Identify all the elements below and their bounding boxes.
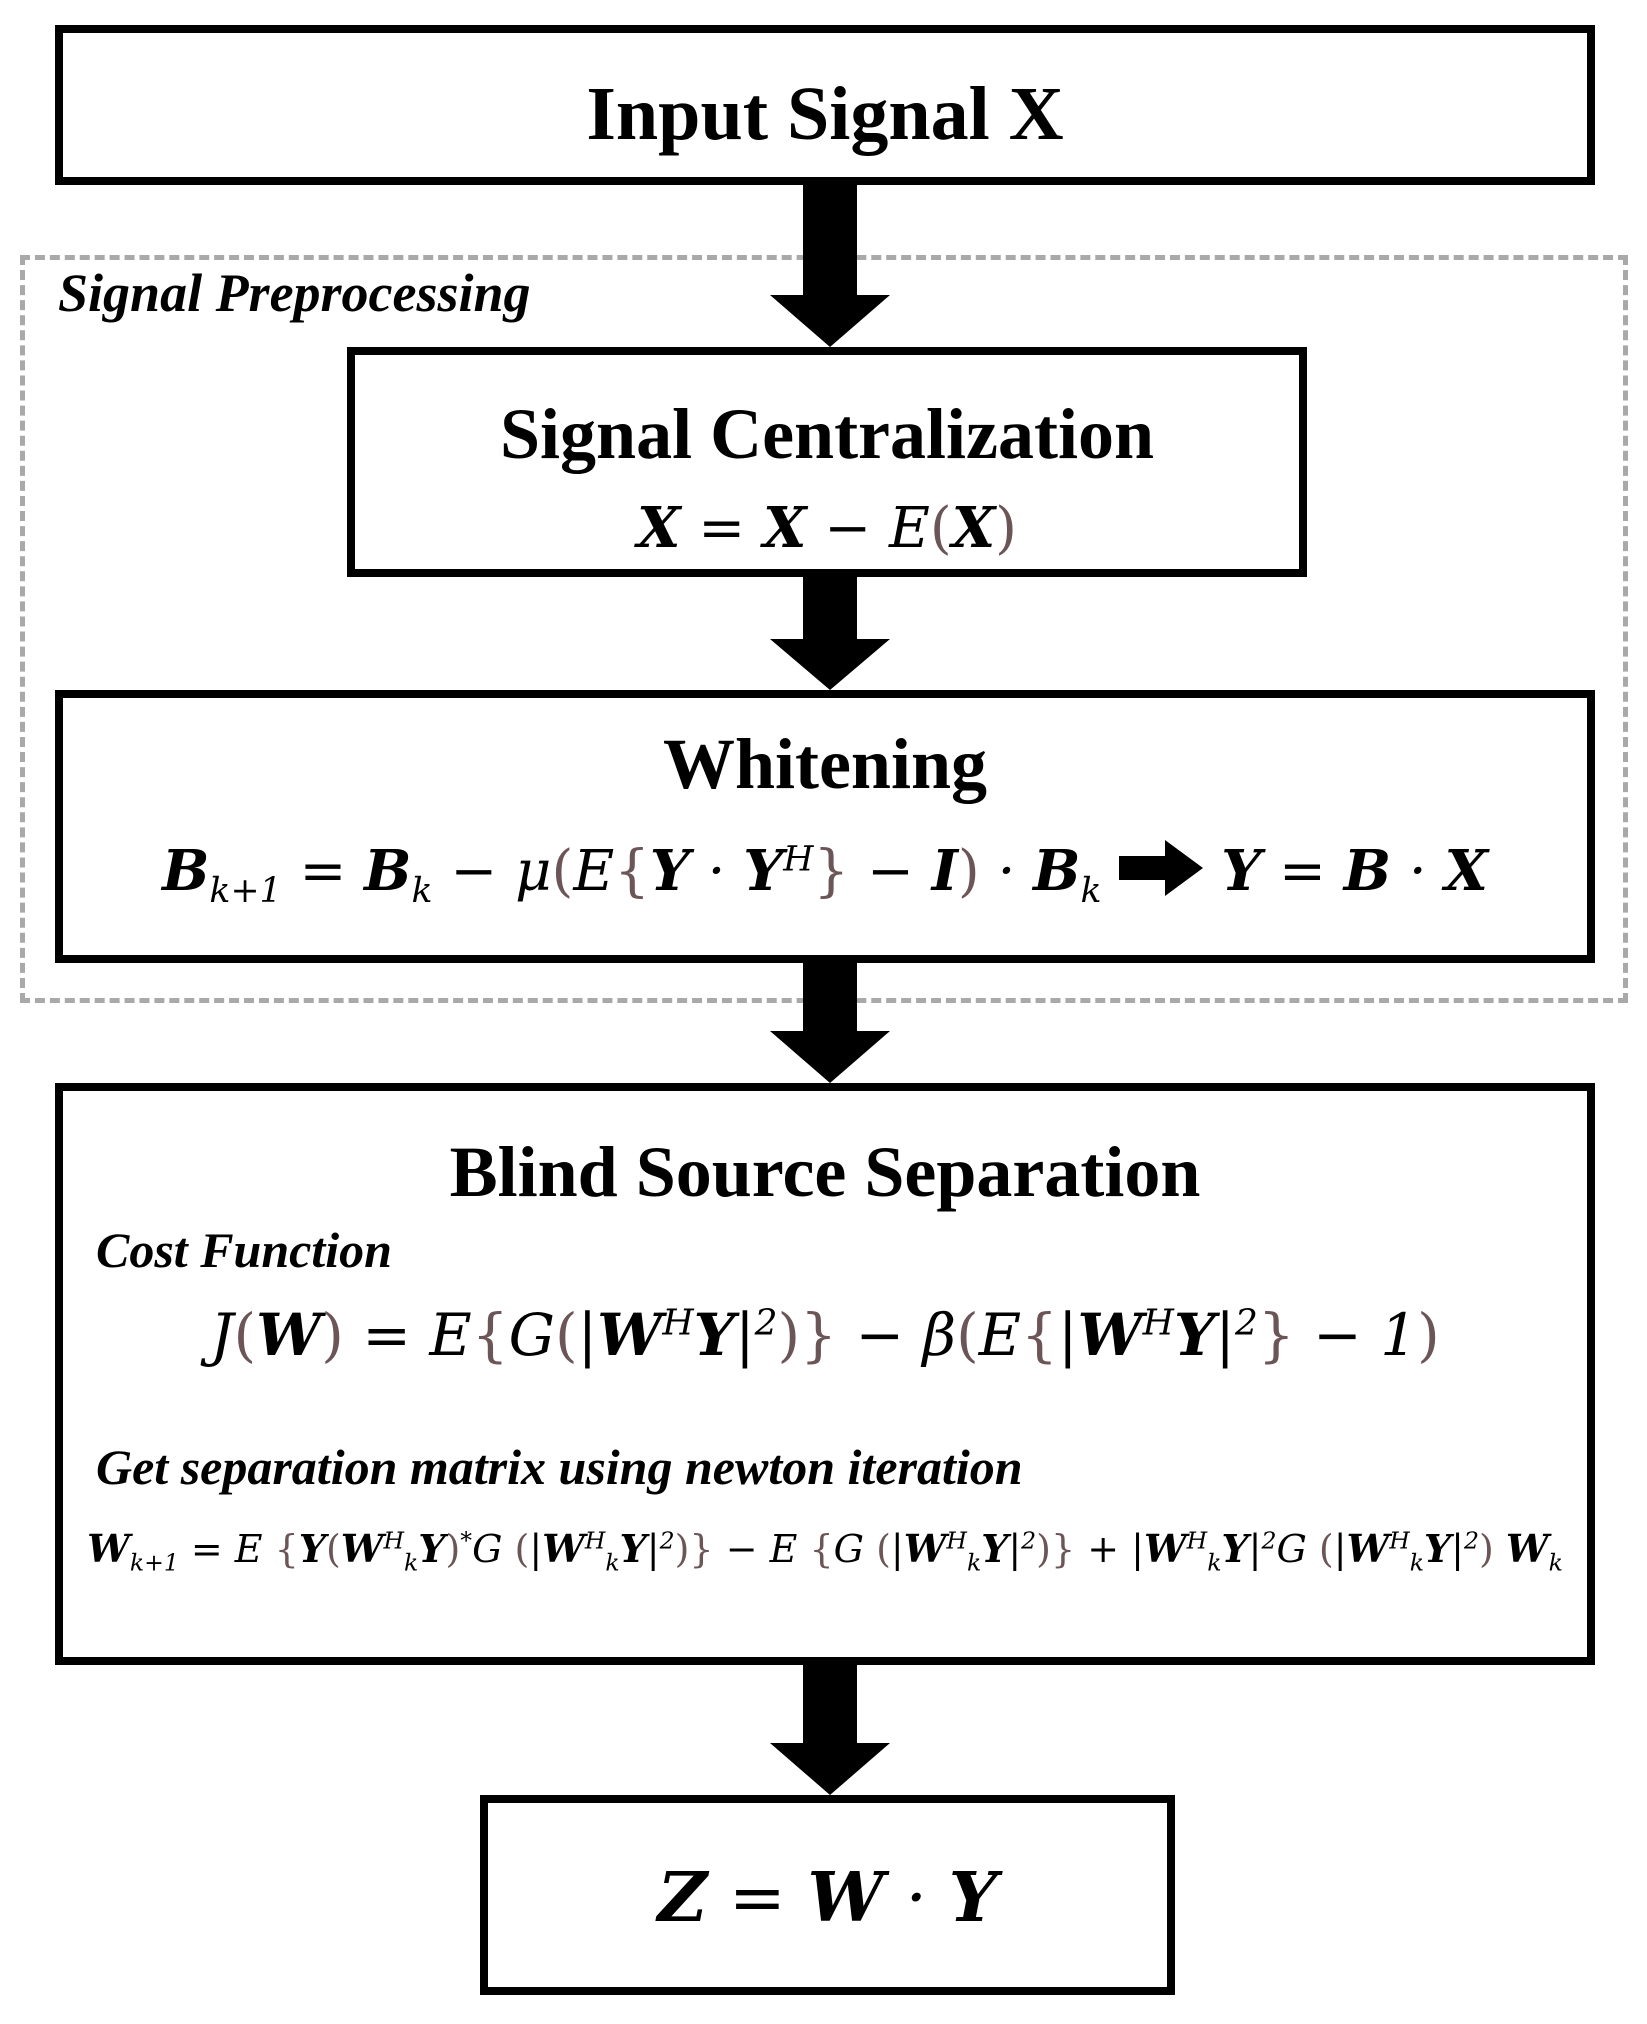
cost-function-label: Cost Function	[96, 1222, 392, 1278]
output-box: Z = W · Y	[480, 1795, 1175, 1995]
input-signal-title: Input Signal X	[586, 72, 1064, 156]
whitening-box: Whitening Bk+1 = Bk − μ(E{Y · YH} − I) ·…	[55, 690, 1595, 963]
signal-centralization-title: Signal Centralization	[499, 394, 1154, 474]
signal-centralization-box: Signal Centralization X = X − E(X)	[347, 347, 1307, 577]
cost-function-equation: J(W) = E{G(|WHY|2)} − β(E{|WHY|2} − 1)	[210, 1301, 1440, 1369]
blind-source-separation-title: Blind Source Separation	[449, 1132, 1201, 1212]
input-signal-box: Input Signal X	[55, 25, 1595, 185]
arrow-centralization-to-whitening	[770, 577, 890, 690]
output-equation: Z = W · Y	[657, 1858, 998, 1938]
newton-iteration-equation: Wk+1 = E {Y(WHkY)*G (|WHkY|2)} − E {G (|…	[87, 1526, 1563, 1577]
newton-iteration-label: Get separation matrix using newton itera…	[96, 1439, 1023, 1495]
arrow-bss-to-output	[770, 1665, 890, 1795]
centralization-equation: X = X − E(X)	[636, 495, 1017, 561]
arrow-input-to-centralization	[770, 185, 890, 347]
blind-source-separation-box: Blind Source Separation Cost Function J(…	[55, 1083, 1595, 1665]
whitening-equation: Bk+1 = Bk − μ(E{Y · YH} − I) · Bk Y = B …	[162, 838, 1488, 912]
whitening-title: Whitening	[662, 724, 988, 804]
arrow-whitening-to-bss	[770, 963, 890, 1083]
preprocessing-label: Signal Preprocessing	[58, 263, 531, 323]
whitening-implies-arrow-icon	[1119, 840, 1204, 896]
